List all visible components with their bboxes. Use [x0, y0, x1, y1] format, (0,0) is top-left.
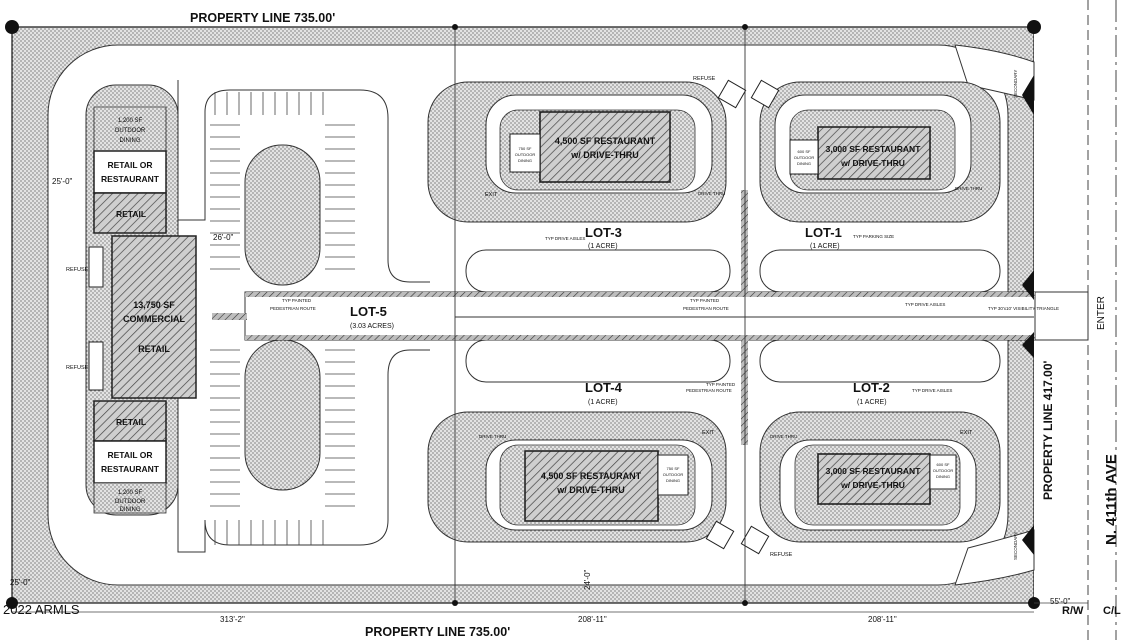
- dining-lot4-l2: OUTDOOR: [663, 472, 684, 477]
- retail-bottom: [93, 400, 167, 442]
- dim-24: 24'-0": [583, 569, 592, 590]
- note-drive-thru-1: DRIVE THRU: [698, 191, 725, 196]
- rest-lot1-l1: 3,000 SF RESTAURANT: [826, 144, 922, 154]
- commercial-l2: COMMERCIAL: [123, 314, 185, 324]
- note-refuse-1: REFUSE: [66, 267, 89, 273]
- note-exit-1: EXIT: [485, 192, 498, 198]
- dim-55: 55'-0": [1050, 597, 1071, 606]
- dim-25: 25'-0": [52, 177, 73, 186]
- note-ped-1-l1: TYP PAINTED: [282, 298, 312, 303]
- rest-lot1-l2: w/ DRIVE-THRU: [840, 158, 905, 168]
- note-visibility: TYP 30'x10' VISIBILITY TRIANGLE: [988, 306, 1059, 311]
- lot5-parking-north: [177, 80, 430, 283]
- lot4-area: (1 ACRE): [588, 399, 618, 406]
- commercial-l1: 13,750 SF: [133, 300, 175, 310]
- property-line-top: PROPERTY LINE 735.00': [190, 11, 335, 25]
- rest-lot2-l1: 3,000 SF RESTAURANT: [826, 466, 922, 476]
- dining-lot3-l3: DINING: [518, 158, 532, 163]
- dining-lot3-l1: 750 SF: [519, 146, 532, 151]
- lot3-name: LOT-3: [585, 225, 622, 240]
- restaurant-lot3: [539, 111, 671, 183]
- property-line-bottom: PROPERTY LINE 735.00': [365, 625, 510, 639]
- note-drive-thru-4: DRIVE THRU: [770, 434, 797, 439]
- outdoor-dining-top: [93, 106, 167, 152]
- note-drive-aisles-3: TYP DRIVE AISLES: [912, 388, 952, 393]
- dining-lot2-l2: OUTDOOR: [933, 468, 954, 473]
- note-ped-1-l2: PEDESTRIAN ROUTE: [270, 306, 316, 311]
- dining-lot2-l3: DINING: [936, 474, 950, 479]
- dining-lot1-l1: 600 SF: [798, 149, 811, 154]
- dining-lot2-l1: 600 SF: [937, 462, 950, 467]
- property-line-right: PROPERTY LINE 417.00': [1041, 361, 1055, 501]
- rest-lot4-l1: 4,500 SF RESTAURANT: [541, 471, 642, 481]
- lot4-name: LOT-4: [585, 380, 623, 395]
- restaurant-lot2: [817, 453, 931, 505]
- lot3-area: (1 ACRE): [588, 243, 618, 250]
- retail-rest-bottom: [93, 440, 167, 484]
- retail-top: [93, 192, 167, 234]
- lot5-island-south: [244, 339, 321, 491]
- lot1-area: (1 ACRE): [810, 243, 840, 250]
- dim-25b: 25'-0": [10, 578, 31, 587]
- dining-lot4-l1: 750 SF: [667, 466, 680, 471]
- lot5-area: (3.03 ACRES): [350, 323, 394, 330]
- note-secondary-top: SECONDARY: [1013, 70, 1018, 98]
- dining-lot4-l3: DINING: [666, 478, 680, 483]
- note-drive-thru-2: DRIVE THRU: [955, 186, 982, 191]
- note-drive-aisles-2: TYP DRIVE AISLES: [905, 302, 945, 307]
- retail-bottom-label: RETAIL: [116, 417, 146, 427]
- outdoor-top-l2: OUTDOOR: [115, 128, 146, 134]
- rw-label: R/W: [1062, 605, 1084, 617]
- note-exit-3: EXIT: [960, 430, 973, 436]
- dim-208a: 208'-11": [578, 615, 607, 624]
- dining-lot3-l2: OUTDOOR: [515, 152, 536, 157]
- retail-top-label: RETAIL: [116, 209, 146, 219]
- note-refuse-4: REFUSE: [770, 552, 793, 558]
- commercial-l3: RETAIL: [138, 344, 170, 354]
- note-refuse-2: REFUSE: [66, 365, 89, 371]
- rest-lot2-l2: w/ DRIVE-THRU: [840, 480, 905, 490]
- enter-label: ENTER: [1096, 296, 1107, 330]
- outdoor-dining-bottom: [93, 482, 167, 514]
- outdoor-bottom-l2: OUTDOOR: [115, 499, 146, 505]
- lot5-name: LOT-5: [350, 304, 387, 319]
- dim-313: 313'-2": [220, 615, 245, 624]
- lot5-island-north: [244, 144, 321, 286]
- dining-lot1-l3: DINING: [797, 161, 811, 166]
- note-parking-size: TYP PARKING SIZE: [853, 234, 894, 239]
- rest-lot3-l1: 4,500 SF RESTAURANT: [555, 136, 656, 146]
- outdoor-top-l3: DINING: [120, 138, 141, 144]
- rest-lot4-l2: w/ DRIVE-THRU: [556, 485, 625, 495]
- street-name: N. 411th AVE: [1103, 454, 1120, 545]
- watermark: 2022 ARMLS: [3, 602, 80, 617]
- note-drive-thru-3: DRIVE THRU: [479, 434, 506, 439]
- note-drive-aisles-1: TYP DRIVE AISLES: [545, 236, 585, 241]
- outdoor-bottom-l3: DINING: [120, 507, 141, 513]
- cl-label: C/L: [1103, 605, 1121, 617]
- note-ped-2-l1: TYP PAINTED: [690, 298, 720, 303]
- lot1-name: LOT-1: [805, 225, 842, 240]
- rest-lot3-l2: w/ DRIVE-THRU: [570, 150, 639, 160]
- note-secondary-bottom: SECONDARY: [1013, 532, 1018, 560]
- note-ped-2-l2: PEDESTRIAN ROUTE: [683, 306, 729, 311]
- note-ped-3-l2: PEDESTRIAN ROUTE: [686, 388, 732, 393]
- retail-rest-top-l1: RETAIL OR: [107, 160, 152, 170]
- lot2-name: LOT-2: [853, 380, 890, 395]
- retail-rest-bottom-l1: RETAIL OR: [107, 450, 152, 460]
- retail-rest-top: [93, 150, 167, 194]
- commercial-building: [111, 235, 197, 399]
- outdoor-bottom-l1: 1,200 SF: [118, 490, 143, 496]
- dim-208b: 208'-11": [868, 615, 897, 624]
- lot2-area: (1 ACRE): [857, 399, 887, 406]
- note-exit-2: EXIT: [702, 430, 715, 436]
- retail-rest-top-l2: RESTAURANT: [101, 174, 160, 184]
- dim-26: 26'-0": [213, 233, 234, 242]
- retail-rest-bottom-l2: RESTAURANT: [101, 464, 160, 474]
- note-ped-3-l1: TYP PAINTED: [706, 382, 736, 387]
- note-refuse-3: REFUSE: [693, 76, 716, 82]
- outdoor-top-l1: 1,200 SF: [118, 118, 143, 124]
- dining-lot1-l2: OUTDOOR: [794, 155, 815, 160]
